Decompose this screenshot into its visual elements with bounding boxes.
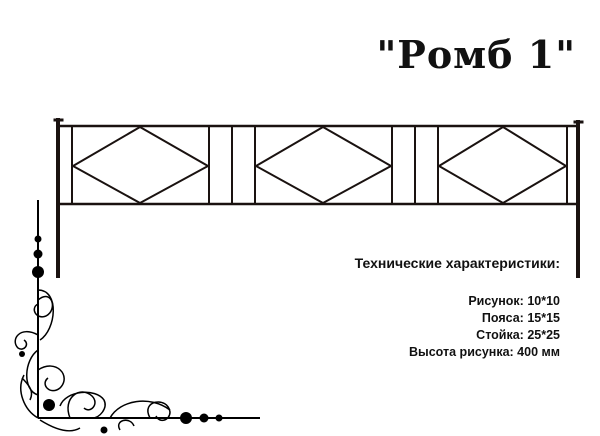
rhombus-pattern: [70, 125, 568, 205]
spec-pattern: Рисунок: 10*10: [468, 294, 560, 308]
product-title: "Ромб 1": [376, 32, 576, 77]
fence-section: [53, 118, 584, 278]
spec-rails: Пояса: 15*15: [481, 311, 560, 325]
spec-pattern-height: Высота рисунка: 400 мм: [409, 345, 560, 359]
specifications-block: Технические характеристики: Рисунок: 10*…: [355, 255, 560, 361]
spec-post: Стойка: 25*25: [476, 328, 560, 342]
specs-heading: Технические характеристики:: [354, 255, 560, 271]
corner-ornament: [14, 200, 260, 434]
